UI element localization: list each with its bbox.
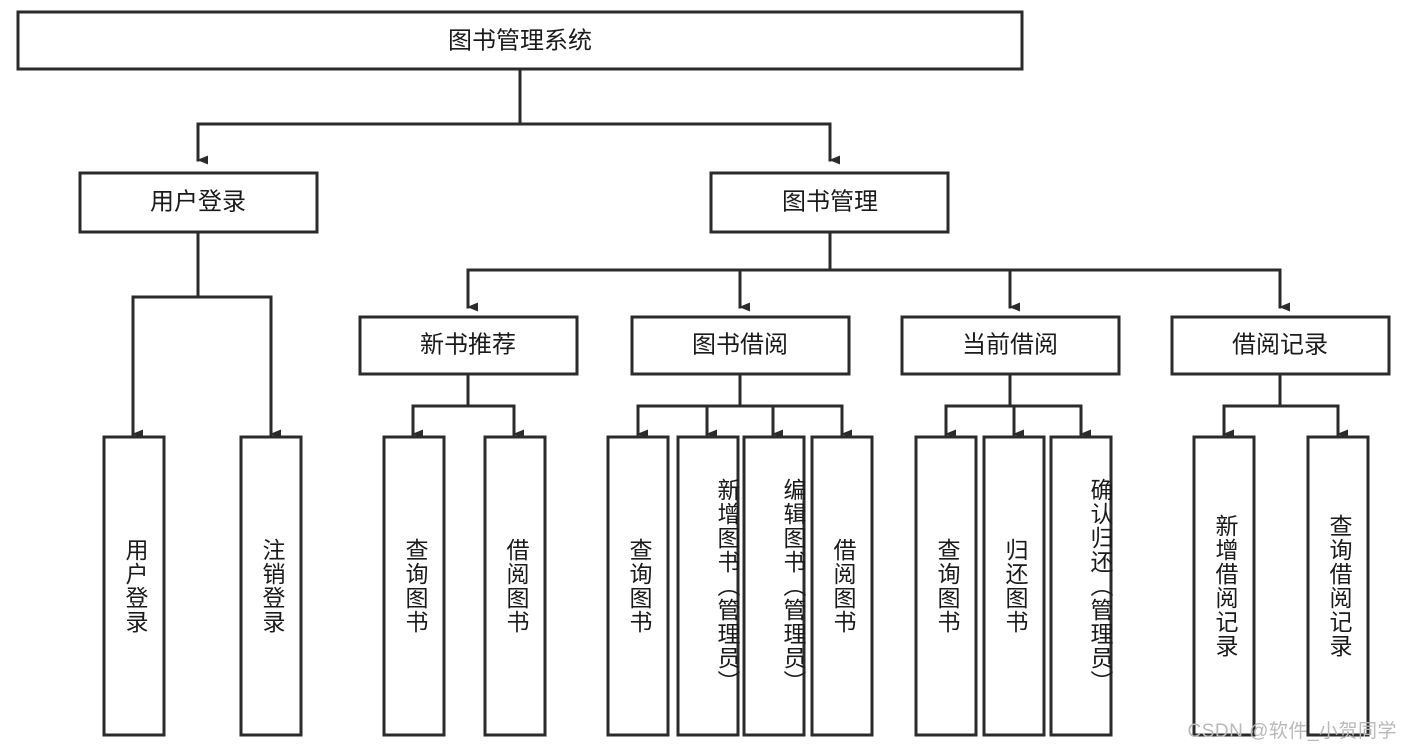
node-new-book-recommend[interactable]: 新书推荐 [358, 315, 579, 376]
leaf-box-borrow-record-2[interactable] [1306, 435, 1370, 737]
connector-group [131, 67, 1348, 439]
node-root-system-box[interactable] [16, 10, 1024, 71]
leaf-box-new-book-1[interactable] [382, 435, 446, 737]
leaf-box-borrow-record-1[interactable] [1192, 435, 1256, 737]
leaf-box-user-login-2[interactable] [239, 435, 303, 737]
node-borrow-record[interactable]: 借阅记录 [1170, 315, 1391, 376]
node-root-system-label: 图书管理系统 [448, 27, 592, 54]
leaf-box-book-borrow-3[interactable] [742, 435, 806, 737]
node-new-book-recommend-label: 新书推荐 [420, 331, 516, 358]
leaf-box-user-login-1[interactable] [102, 435, 166, 737]
node-book-manage[interactable]: 图书管理 [709, 171, 950, 234]
leaf-box-book-borrow-1[interactable] [606, 435, 670, 737]
node-user-login[interactable]: 用户登录 [78, 171, 319, 234]
node-book-manage-label: 图书管理 [782, 188, 878, 215]
node-user-login-box[interactable] [78, 171, 319, 234]
leaf-box-new-book-2[interactable] [483, 435, 547, 737]
leaf-box-current-borrow-3[interactable] [1049, 435, 1113, 737]
node-current-borrow[interactable]: 当前借阅 [900, 315, 1121, 376]
leaf-box-book-borrow-2[interactable] [676, 435, 740, 737]
node-new-book-recommend-box[interactable] [358, 315, 579, 376]
node-book-borrow[interactable]: 图书借阅 [630, 315, 851, 376]
node-root-system[interactable]: 图书管理系统 [16, 10, 1024, 71]
node-user-login-label: 用户登录 [150, 188, 246, 215]
leaf-box-current-borrow-1[interactable] [914, 435, 978, 737]
node-current-borrow-box[interactable] [900, 315, 1121, 376]
node-book-borrow-box[interactable] [630, 315, 851, 376]
node-book-borrow-label: 图书借阅 [692, 331, 788, 358]
node-borrow-record-box[interactable] [1170, 315, 1391, 376]
leaf-box-book-borrow-4[interactable] [810, 435, 874, 737]
node-book-manage-box[interactable] [709, 171, 950, 234]
node-borrow-record-label: 借阅记录 [1232, 331, 1328, 358]
leaf-box-current-borrow-2[interactable] [982, 435, 1046, 737]
watermark-label: CSDN @软件_小贺同学 [1187, 721, 1397, 742]
node-current-borrow-label: 当前借阅 [962, 331, 1058, 358]
